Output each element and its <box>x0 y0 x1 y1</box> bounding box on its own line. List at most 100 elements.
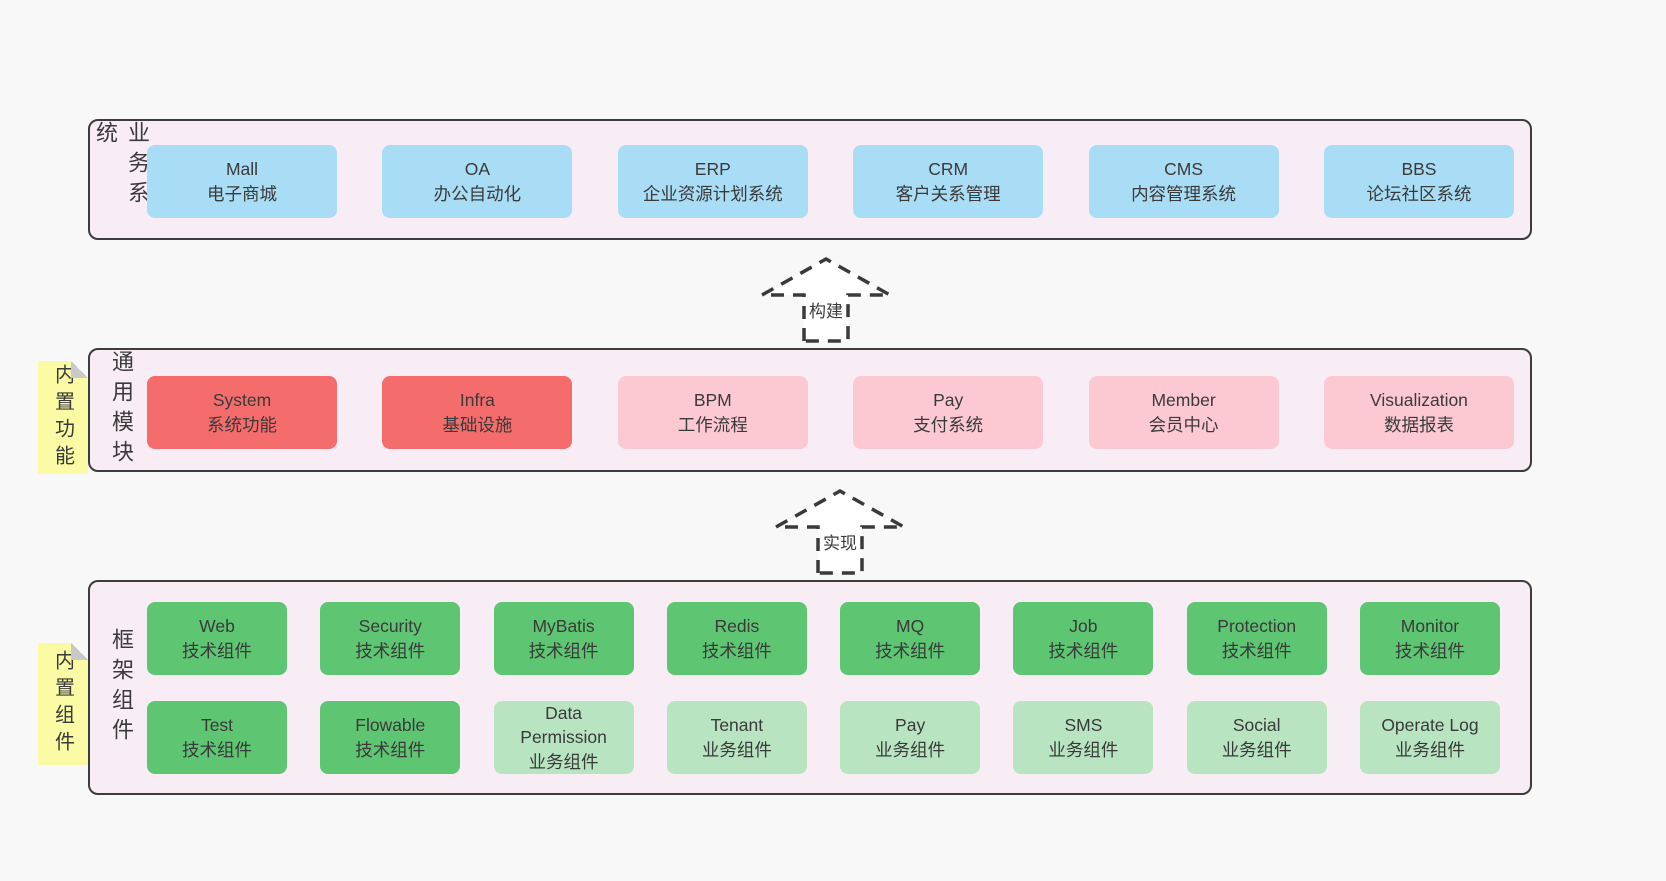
box-subtitle: 技术组件 <box>875 640 946 661</box>
box-title: Visualization <box>1369 390 1468 411</box>
box-subtitle: 技术组件 <box>1221 640 1292 661</box>
box-title: SMS <box>1064 715 1103 736</box>
box-data-permission: Data Permission 业务组件 <box>493 701 634 774</box>
box-title: Test <box>200 715 234 736</box>
box-title: OA <box>464 159 491 180</box>
section-label: 框架组件 <box>109 627 134 748</box>
box-title: System <box>212 390 272 411</box>
box-title: MyBatis <box>532 616 595 637</box>
arrow-up-build: 构建 <box>756 255 896 345</box>
box-title: Security <box>358 616 422 637</box>
box-web: Web 技术组件 <box>147 602 287 675</box>
box-subtitle: 电子商城 <box>207 183 277 204</box>
box-protection: Protection 技术组件 <box>1186 602 1327 675</box>
section-common-modules: 通用模块 System 系统功能 Infra 基础设施 BPM 工作流程 Pay… <box>88 348 1532 472</box>
section-label: 业务系统 <box>93 121 150 211</box>
box-subtitle: 业务组件 <box>1048 739 1119 760</box>
box-job: Job 技术组件 <box>1013 602 1154 675</box>
box-title: MQ <box>896 616 925 637</box>
box-title: Tenant <box>710 715 764 736</box>
box-title: Flowable <box>355 715 426 736</box>
sticky-tab-built-in-components: 内置组件 <box>38 643 88 765</box>
box-title: Infra <box>459 390 495 411</box>
box-subtitle: 论坛社区系统 <box>1366 183 1472 204</box>
box-subtitle: 系统功能 <box>207 414 277 435</box>
framework-box-row-2: Test 技术组件 Flowable 技术组件 Data Permission … <box>147 701 1500 774</box>
box-title: Mall <box>225 159 259 180</box>
box-test: Test 技术组件 <box>147 701 287 774</box>
box-mybatis: MyBatis 技术组件 <box>493 602 634 675</box>
box-title: BPM <box>693 390 732 411</box>
arrow-label: 构建 <box>809 302 843 321</box>
box-social: Social 业务组件 <box>1186 701 1327 774</box>
box-subtitle: 技术组件 <box>355 739 426 760</box>
box-title: Pay <box>933 390 964 411</box>
box-subtitle: 技术组件 <box>528 640 599 661</box>
box-bbs: BBS 论坛社区系统 <box>1323 145 1514 218</box>
box-subtitle: 办公自动化 <box>433 183 522 204</box>
box-monitor: Monitor 技术组件 <box>1359 602 1500 675</box>
box-visualization: Visualization 数据报表 <box>1323 376 1514 449</box>
tab-label: 内置功能 <box>51 363 74 472</box>
dashed-up-arrow-icon <box>770 488 910 575</box>
box-flowable: Flowable 技术组件 <box>320 701 461 774</box>
sticky-tab-built-in-features: 内置功能 <box>38 361 88 474</box>
box-subtitle: 数据报表 <box>1383 414 1454 435</box>
box-subtitle: 技术组件 <box>701 640 772 661</box>
section-label: 通用模块 <box>109 350 134 470</box>
box-crm: CRM 客户关系管理 <box>853 145 1044 218</box>
box-title: Job <box>1069 616 1098 637</box>
box-subtitle: 技术组件 <box>1048 640 1119 661</box>
box-title: Pay <box>895 715 926 736</box>
folded-corner-icon <box>71 361 88 378</box>
modules-box-row: System 系统功能 Infra 基础设施 BPM 工作流程 Pay 支付系统… <box>147 376 1514 449</box>
box-title: Member <box>1151 390 1216 411</box>
box-subtitle: 企业资源计划系统 <box>642 183 783 204</box>
box-subtitle: 技术组件 <box>182 739 252 760</box>
box-subtitle: 技术组件 <box>355 640 426 661</box>
box-tenant: Tenant 业务组件 <box>666 701 807 774</box>
box-subtitle: 内容管理系统 <box>1131 183 1237 204</box>
box-member: Member 会员中心 <box>1088 376 1279 449</box>
box-subtitle: 工作流程 <box>677 414 748 435</box>
dashed-up-arrow-icon <box>756 256 896 343</box>
box-title: Social <box>1232 715 1281 736</box>
box-operate-log: Operate Log 业务组件 <box>1359 701 1500 774</box>
section-framework-components: 框架组件 Web 技术组件 Security 技术组件 MyBatis 技术组件… <box>88 580 1532 795</box>
box-subtitle: 业务组件 <box>528 751 599 772</box>
framework-box-row-1: Web 技术组件 Security 技术组件 MyBatis 技术组件 Redi… <box>147 602 1500 675</box>
folded-corner-icon <box>71 643 88 660</box>
box-oa: OA 办公自动化 <box>382 145 573 218</box>
tab-label: 内置组件 <box>51 650 74 758</box>
box-mq: MQ 技术组件 <box>840 602 981 675</box>
box-subtitle: 会员中心 <box>1148 414 1219 435</box>
box-subtitle: 业务组件 <box>1221 739 1292 760</box>
box-title: Redis <box>714 616 760 637</box>
box-pay-system: Pay 支付系统 <box>853 376 1044 449</box>
box-bpm: BPM 工作流程 <box>617 376 808 449</box>
business-box-row: Mall 电子商城 OA 办公自动化 ERP 企业资源计划系统 CRM 客户关系… <box>147 145 1514 218</box>
box-title: CRM <box>928 159 969 180</box>
box-subtitle: 支付系统 <box>913 414 984 435</box>
box-title: ERP <box>694 159 731 180</box>
box-title: Monitor <box>1400 616 1460 637</box>
box-subtitle: 客户关系管理 <box>895 183 1001 204</box>
box-subtitle: 业务组件 <box>1394 739 1465 760</box>
box-title: BBS <box>1401 159 1437 180</box>
section-business-systems: 业务系统 Mall 电子商城 OA 办公自动化 ERP 企业资源计划系统 CRM… <box>88 119 1532 240</box>
box-subtitle: 技术组件 <box>182 640 252 661</box>
box-subtitle: 业务组件 <box>875 739 946 760</box>
box-title: CMS <box>1164 159 1203 180</box>
box-title: Protection <box>1217 616 1297 637</box>
box-subtitle: 技术组件 <box>1394 640 1465 661</box>
box-title: Operate Log <box>1381 715 1479 736</box>
box-sms: SMS 业务组件 <box>1013 701 1154 774</box>
arrow-up-implement: 实现 <box>770 487 910 577</box>
box-redis: Redis 技术组件 <box>666 602 807 675</box>
box-subtitle: 业务组件 <box>701 739 772 760</box>
box-subtitle: 基础设施 <box>442 414 513 435</box>
box-erp: ERP 企业资源计划系统 <box>617 145 808 218</box>
box-title: Web <box>199 616 235 637</box>
box-pay-component: Pay 业务组件 <box>840 701 981 774</box>
